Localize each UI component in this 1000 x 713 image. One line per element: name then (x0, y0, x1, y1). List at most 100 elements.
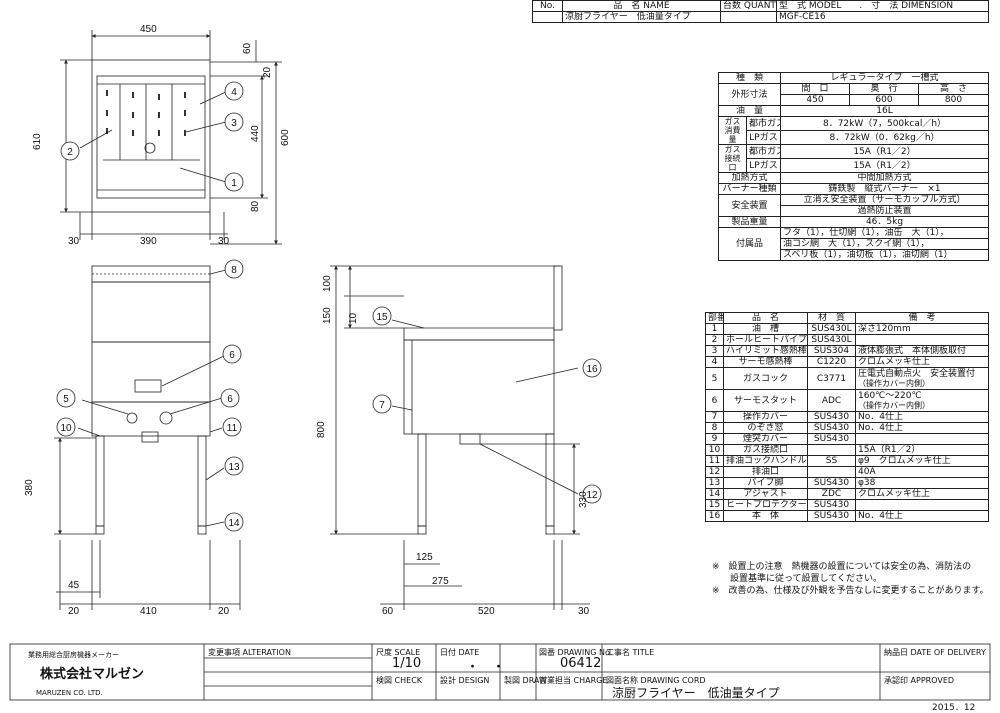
balloon-2: 2 (67, 147, 73, 158)
spec-accessory-label: 付属品 (717, 227, 782, 261)
note-2: 設置基準に従って設置してください。 (712, 574, 883, 584)
part-material: SUS430 (807, 422, 856, 434)
title-block-frame (9, 643, 991, 701)
balloon-16: 16 (586, 364, 598, 375)
spec-gas-conn-label: ガス接続口 (718, 144, 747, 173)
model: MGF-CE16 (776, 11, 989, 23)
part-no: 16 (705, 510, 724, 522)
balloon-12: 12 (586, 490, 598, 501)
parts-head-name: 品 名 (723, 312, 808, 324)
parts-head-no: 部番 (705, 312, 724, 324)
balloon-4: 4 (231, 87, 237, 98)
part-no: 11 (705, 455, 724, 467)
spec-conn-city: 15A（R1／2） (780, 144, 990, 159)
part-material: SUS430 (807, 477, 856, 489)
part-material: SUS430 (807, 433, 856, 445)
part-no: 15 (705, 499, 724, 511)
part-balloons (56, 81, 602, 532)
part-name: サーモ感熱棒 (723, 356, 808, 368)
part-material: SUS430L (807, 334, 856, 346)
part-no: 4 (705, 356, 724, 368)
part-name: ハイリミット感熱棒 (723, 345, 808, 357)
part-remarks-line: 深さ120mm (858, 324, 911, 334)
part-remarks-line: 液体膨張式 本体側板取付 (858, 346, 967, 356)
part-remarks-line: φ9 クロムメッキ仕上 (858, 456, 951, 466)
dim-390: 390 (140, 236, 157, 247)
part-remarks: φ9 クロムメッキ仕上 (855, 455, 989, 467)
hdr-model-dim: 型 式 MODEL . 寸 法 DIMENSION (776, 0, 989, 12)
part-remarks (855, 334, 989, 346)
part-remarks-line: （操作カバー内側） (858, 378, 930, 388)
quantity (720, 11, 777, 23)
balloon-14: 14 (228, 518, 240, 529)
part-remarks-line: クロムメッキ仕上 (858, 489, 931, 499)
part-remarks: 圧電式自動点火 安全装置付（操作カバー内側） (855, 367, 989, 390)
hdr-dot: . (859, 1, 863, 11)
dim-60-side: 60 (382, 606, 394, 617)
spec-weight: 46．5kg (780, 216, 990, 228)
part-no: 9 (705, 433, 724, 445)
part-material: C1220 (807, 356, 856, 368)
dim-440: 440 (250, 125, 261, 142)
spec-safety-label: 安全装置 (717, 194, 782, 217)
part-remarks: クロムメッキ仕上 (855, 356, 989, 368)
part-material (807, 444, 856, 456)
part-remarks: 160℃～220℃（操作カバー内側） (855, 389, 989, 412)
balloon-13: 13 (228, 462, 240, 473)
part-no: 2 (705, 334, 724, 346)
spec-h-label: 高 さ (918, 83, 990, 95)
part-remarks-line: クロムメッキ仕上 (858, 357, 931, 367)
part-name: 排油口 (723, 466, 808, 478)
part-remarks-line: （操作カバー内側） (858, 400, 930, 410)
dim-60: 60 (242, 42, 253, 54)
part-material: SUS430 (807, 510, 856, 522)
dim-45: 45 (68, 580, 80, 591)
part-no: 8 (705, 422, 724, 434)
dim-275: 275 (432, 576, 449, 587)
spec-weight-label: 製品重量 (717, 216, 782, 228)
part-no: 12 (705, 466, 724, 478)
dim-150: 150 (322, 307, 333, 324)
spec-w: 450 (780, 94, 851, 106)
side-view (330, 265, 590, 610)
spec-safety-2: 過熱防止装置 (780, 205, 990, 217)
spec-conn-lp: 15A（R1／2） (780, 158, 990, 173)
part-name: サーモスタット (723, 389, 808, 412)
part-name: ガス接続口 (723, 444, 808, 456)
balloon-1: 1 (231, 178, 237, 189)
spec-burner-label: バーナー種類 (717, 183, 782, 195)
product-name: 涼厨フライヤー 低油量タイプ (562, 11, 721, 23)
part-no: 13 (705, 477, 724, 489)
part-no: 14 (705, 488, 724, 500)
balloon-texts: 4 3 2 1 8 6 5 6 10 11 13 14 15 7 16 12 (60, 87, 598, 529)
spec-burner: 鋳鉄製 縦式バーナー ×1 (780, 183, 990, 195)
part-remarks: No．4仕上 (855, 411, 989, 423)
spec-dim-label: 外形寸法 (717, 83, 782, 106)
part-no: 1 (705, 323, 724, 335)
part-remarks: No．4仕上 (855, 422, 989, 434)
part-no: 5 (705, 367, 724, 390)
part-material: SS (807, 455, 856, 467)
spec-oil: 16L (780, 105, 990, 117)
header-table: No. 品 名 NAME 台数 QUANTITY 型 式 MODEL . 寸 法… (532, 0, 989, 23)
part-material: SUS304 (807, 345, 856, 357)
spec-gas-use-label: ガス消費量 (718, 116, 747, 145)
dim-410: 410 (140, 606, 157, 617)
front-lower-view (54, 265, 241, 610)
dim-front-width: 450 (140, 24, 157, 35)
part-no: 7 (705, 411, 724, 423)
spec-d-label: 奥 行 (849, 83, 920, 95)
part-remarks (855, 499, 989, 511)
part-remarks (855, 433, 989, 445)
part-no: 6 (705, 389, 724, 412)
spec-conn-lp-label: LPガス (745, 158, 782, 173)
dim-30-side: 30 (578, 606, 590, 617)
spec-accessory-3: スベリ板（1），油切板（1），油切網（1） (780, 249, 990, 261)
